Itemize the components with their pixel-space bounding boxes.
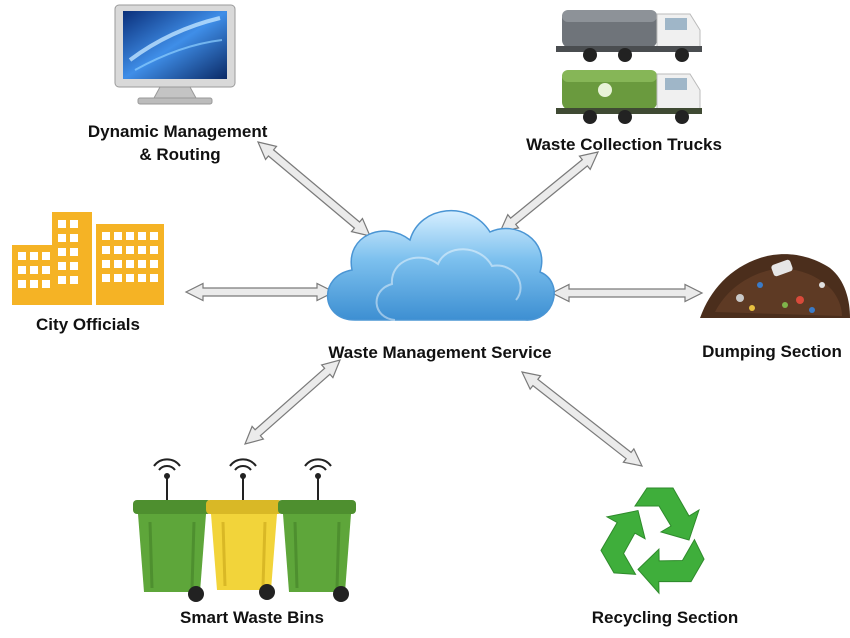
arrow-dynamic bbox=[256, 141, 372, 237]
node-label-bins: Smart Waste Bins bbox=[180, 608, 324, 627]
cloud-icon bbox=[326, 210, 555, 321]
node-label-dumping: Dumping Section bbox=[702, 342, 842, 361]
arrow-dumping bbox=[550, 283, 704, 303]
arrow-recycling bbox=[520, 371, 644, 467]
node-label-officials: City Officials bbox=[36, 315, 140, 334]
connector-arrows bbox=[184, 141, 704, 467]
arrow-bins bbox=[243, 359, 342, 445]
smart-bin-icon bbox=[133, 458, 356, 602]
node-label-dynamic: Dynamic Management & Routing bbox=[88, 122, 272, 164]
recycle-icon bbox=[600, 487, 705, 595]
garbage-pile-icon bbox=[700, 254, 850, 318]
arrow-officials bbox=[184, 282, 336, 302]
node-label-recycling: Recycling Section bbox=[592, 608, 738, 627]
node-label-trucks: Waste Collection Trucks bbox=[526, 135, 722, 154]
computer-monitor-icon bbox=[114, 4, 236, 105]
node-label-dynamic-line-1: Dynamic Management bbox=[88, 122, 268, 141]
garbage-truck-icon bbox=[556, 10, 702, 124]
node-label-dynamic-line-2: & Routing bbox=[139, 145, 220, 164]
center-label: Waste Management Service bbox=[328, 343, 551, 362]
city-buildings-icon bbox=[12, 212, 164, 305]
arrow-trucks bbox=[498, 151, 600, 233]
